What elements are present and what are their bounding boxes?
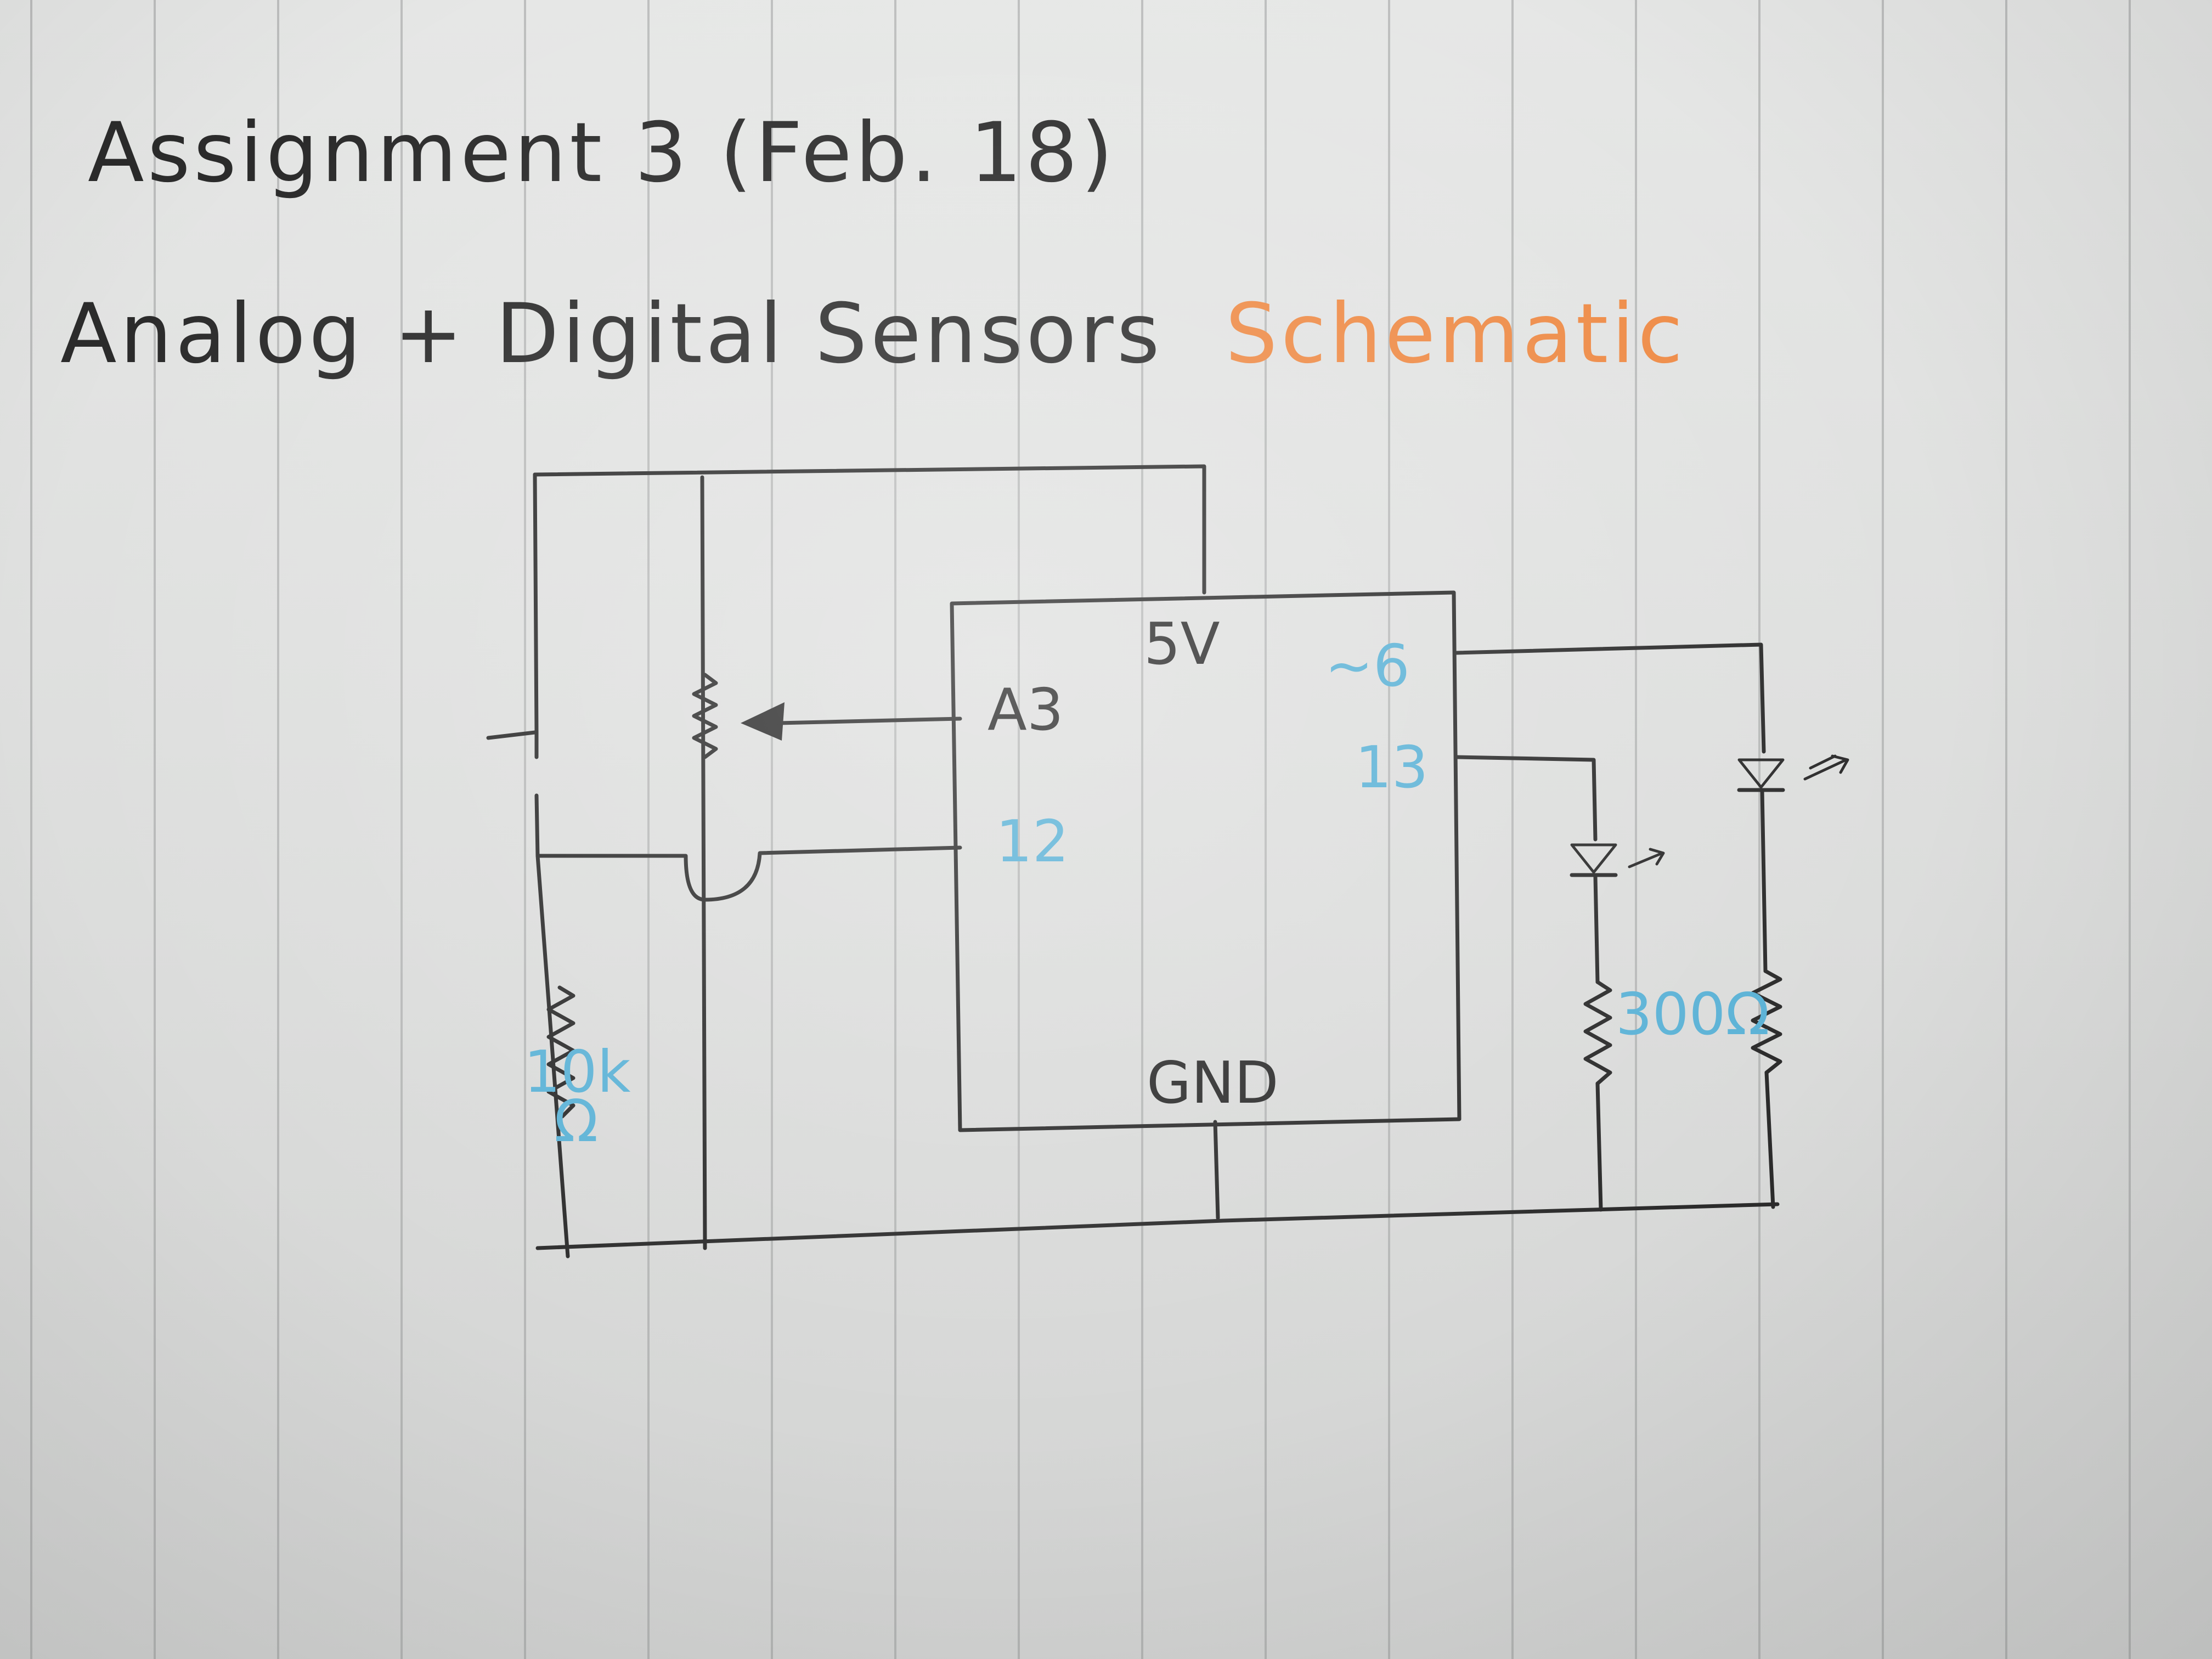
power-pin-label: 5V bbox=[1144, 611, 1220, 678]
paper-rule bbox=[154, 0, 156, 1659]
paper-rule bbox=[277, 0, 279, 1659]
paper-rule bbox=[771, 0, 773, 1659]
digital-in-pin-label: 12 bbox=[996, 808, 1069, 875]
ground-rail bbox=[535, 1202, 1780, 1250]
analog-pin-label: A3 bbox=[988, 676, 1064, 743]
paper-rule bbox=[2005, 0, 2007, 1659]
paper-rule bbox=[1882, 0, 1884, 1659]
paper-rule bbox=[1635, 0, 1637, 1659]
pin13-wire bbox=[1454, 755, 1598, 842]
led-pin13 bbox=[1570, 843, 1665, 877]
paper-rule bbox=[30, 0, 32, 1659]
top-wire bbox=[533, 464, 1206, 595]
paper-rule bbox=[1018, 0, 1020, 1659]
pot-wiper-arrow bbox=[741, 702, 785, 741]
paper-rule bbox=[647, 0, 650, 1659]
paper-rule bbox=[2129, 0, 2131, 1659]
paper-rule bbox=[1141, 0, 1143, 1659]
pin6-to-ground bbox=[1764, 1070, 1775, 1209]
paper-rule bbox=[524, 0, 526, 1659]
led-resistor-value: 300Ω bbox=[1616, 981, 1770, 1048]
digital-out-pin-label: 13 bbox=[1355, 734, 1429, 801]
subtitle: Analog + Digital Sensors Schematic bbox=[60, 286, 1686, 382]
pin6-resistor bbox=[1751, 969, 1782, 1075]
pwm-pin-label: ~6 bbox=[1325, 633, 1410, 699]
pulldown-resistor bbox=[546, 985, 575, 1119]
pin13-led-wire bbox=[1593, 874, 1600, 984]
ground-pin-label: GND bbox=[1147, 1049, 1279, 1116]
subtitle-highlight: Schematic bbox=[1225, 286, 1686, 382]
wire-to-pin12 bbox=[535, 845, 962, 902]
paper-rule bbox=[1511, 0, 1514, 1659]
paper-rule bbox=[894, 0, 896, 1659]
pin6-led-wire bbox=[1760, 788, 1768, 973]
switch-wire-top bbox=[533, 472, 539, 735]
assignment-title: Assignment 3 (Feb. 18) bbox=[88, 105, 1116, 201]
pin13-resistor bbox=[1583, 980, 1612, 1086]
ground-wire bbox=[1213, 1120, 1220, 1220]
paper-rule bbox=[1758, 0, 1760, 1659]
pot-wire bbox=[700, 475, 707, 1250]
paper-rule bbox=[1265, 0, 1267, 1659]
potentiometer bbox=[692, 673, 718, 759]
led-pin6 bbox=[1737, 754, 1849, 792]
arduino-board bbox=[950, 590, 1462, 1132]
paper-rule bbox=[400, 0, 403, 1659]
pin6-wire bbox=[1454, 642, 1766, 754]
paper-rule bbox=[1388, 0, 1390, 1659]
switch-symbol bbox=[486, 730, 540, 858]
pin13-to-ground bbox=[1595, 1081, 1603, 1212]
switch-wire-bottom bbox=[535, 854, 570, 1259]
pulldown-value: 10k bbox=[524, 1039, 631, 1105]
subtitle-prefix: Analog + Digital Sensors bbox=[60, 286, 1163, 382]
wire-to-a3 bbox=[777, 716, 962, 725]
pulldown-unit: Ω bbox=[554, 1088, 598, 1155]
